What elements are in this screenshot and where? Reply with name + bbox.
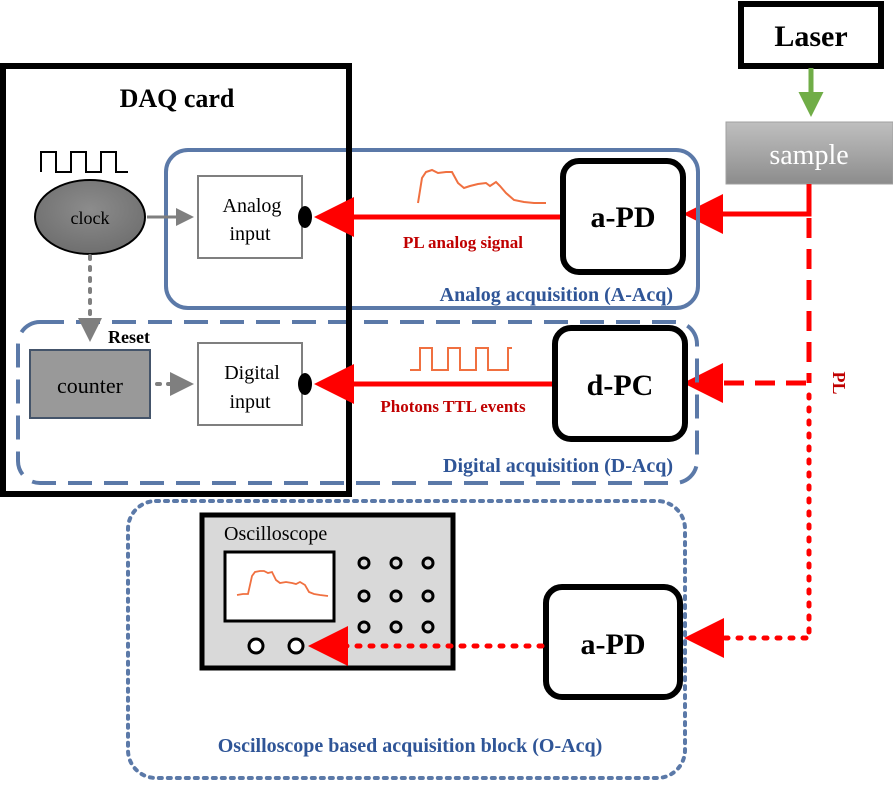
digital-input-line2: input: [229, 391, 271, 413]
knob-icon: [357, 620, 371, 634]
knob-icon: [389, 589, 403, 603]
pl-to-analog-apd-line: [683, 184, 812, 234]
oscilloscope-title: Oscilloscope: [224, 523, 327, 545]
analog-signal-trace: [417, 168, 546, 204]
analog-acquisition-caption: Analog acquisition (A-Acq): [440, 284, 673, 306]
analog-input-line2: input: [229, 223, 271, 245]
knob-icon: [421, 620, 435, 634]
digital-acquisition-caption: Digital acquisition (D-Acq): [443, 455, 673, 477]
knob-icon: [421, 589, 435, 603]
oscilloscope-screen: [223, 550, 336, 623]
oscilloscope-knobs: [357, 556, 435, 634]
clock-node: clock: [34, 179, 146, 255]
clock-label: clock: [71, 208, 110, 228]
oscilloscope-acquisition-caption: Oscilloscope based acquisition block (O-…: [218, 735, 602, 757]
counter-box: counter: [29, 349, 151, 419]
knob-icon: [389, 556, 403, 570]
digital-acquisition-frame: [16, 320, 699, 485]
analog-input-box: Analog input: [197, 175, 303, 259]
oscilloscope-input-1-icon: [247, 637, 265, 655]
pl-label: PL: [829, 371, 849, 394]
analog-acquisition-frame: [164, 148, 700, 310]
laser-box: Laser: [738, 1, 884, 69]
oscilloscope-trace: [236, 570, 329, 597]
knob-icon: [421, 556, 435, 570]
reset-label: Reset: [108, 327, 150, 347]
knob-icon: [357, 589, 371, 603]
clock-square-wave-icon: [40, 151, 128, 173]
laser-label: Laser: [774, 20, 847, 53]
digital-input-line1: Digital: [224, 362, 280, 384]
daq-card-frame: [0, 63, 352, 497]
knob-icon: [357, 556, 371, 570]
digital-dpc-box: d-PC: [552, 325, 688, 442]
oscilloscope-apd-label: a-PD: [581, 628, 646, 661]
digital-signal-label: Photons TTL events: [380, 397, 526, 416]
oscilloscope-apd-box: a-PD: [543, 584, 683, 700]
analog-input-port-icon: [298, 206, 312, 228]
digital-input-port-icon: [298, 373, 312, 395]
oscilloscope-input-2-icon: [287, 637, 305, 655]
daq-card-title: DAQ card: [120, 84, 235, 113]
analog-apd-label: a-PD: [591, 201, 656, 234]
oscilloscope-acquisition-frame: [126, 499, 687, 780]
sample-label: sample: [769, 140, 848, 171]
sample-box: sample: [725, 121, 893, 185]
ttl-pulses-trace: [410, 347, 512, 371]
digital-dpc-label: d-PC: [587, 369, 654, 402]
analog-signal-label: PL analog signal: [403, 233, 523, 252]
analog-apd-box: a-PD: [560, 158, 686, 275]
oscilloscope: Oscilloscope: [199, 512, 456, 671]
knob-icon: [389, 620, 403, 634]
analog-input-line1: Analog: [223, 195, 282, 217]
digital-input-box: Digital input: [197, 342, 303, 426]
counter-label: counter: [57, 373, 124, 398]
